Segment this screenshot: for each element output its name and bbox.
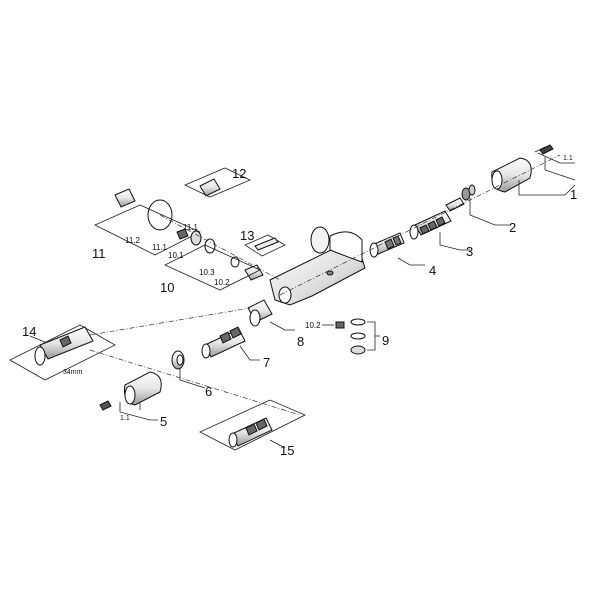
callout-11-1b: 11.1 <box>183 223 199 232</box>
callout-1-1: 1.1 <box>563 155 573 162</box>
part-1-handle-cap <box>491 144 554 193</box>
part-8-nut <box>247 299 273 327</box>
part-14-tool <box>9 324 116 381</box>
mixer-body <box>269 226 366 306</box>
callout-11-1: 11.1 <box>152 243 168 252</box>
callout-2: 2 <box>509 220 516 235</box>
callout-11-2: 11.2 <box>125 236 141 245</box>
leader-4 <box>397 257 425 266</box>
callout-5-1: 1.1 <box>120 415 130 422</box>
part-13-key <box>244 234 286 257</box>
leader-2 <box>469 198 510 226</box>
callout-4: 4 <box>429 263 436 278</box>
leader-1 <box>518 180 576 196</box>
callout-14: 14 <box>22 324 36 339</box>
leader-6 <box>179 369 206 389</box>
callout-9: 9 <box>382 333 389 348</box>
callout-10-2b: 10.2 <box>305 321 321 330</box>
callout-5: 5 <box>160 414 167 429</box>
callout-15: 15 <box>280 443 294 458</box>
part-4-seat <box>369 232 405 258</box>
part-6-ring <box>171 350 185 370</box>
assembly-axes <box>89 154 561 416</box>
leader-7 <box>239 345 260 361</box>
part-9-aerator <box>335 318 366 355</box>
callout-11: 11 <box>92 246 106 261</box>
leader-5 <box>119 402 158 421</box>
callout-8: 8 <box>297 334 304 349</box>
part-12-nipple <box>184 167 251 198</box>
part-7-diverter <box>201 326 246 359</box>
leader-1b <box>544 157 576 181</box>
part-3-cartridge <box>409 210 452 240</box>
part-5-handle <box>99 371 162 411</box>
leader-1-1 <box>537 152 575 164</box>
leader-9 <box>367 321 376 351</box>
leader-8 <box>269 321 295 331</box>
callout-10-3: 10.3 <box>199 268 215 277</box>
part-2-adapter <box>445 184 476 212</box>
callout-3: 3 <box>466 244 473 259</box>
callout-10-2: 10.2 <box>214 278 230 287</box>
callout-1: 1 <box>570 187 577 202</box>
callout-6: 6 <box>205 384 212 399</box>
callout-12: 12 <box>232 166 246 181</box>
part-11-connector <box>114 188 189 240</box>
callout-7: 7 <box>263 355 270 370</box>
leader-3 <box>439 232 470 251</box>
callout-10-1: 10.1 <box>168 251 184 260</box>
part-15-spare-cartridge <box>199 399 306 451</box>
callout-10: 10 <box>160 280 174 295</box>
tool-size-label: 34mm <box>63 369 83 376</box>
callout-13: 13 <box>240 228 254 243</box>
